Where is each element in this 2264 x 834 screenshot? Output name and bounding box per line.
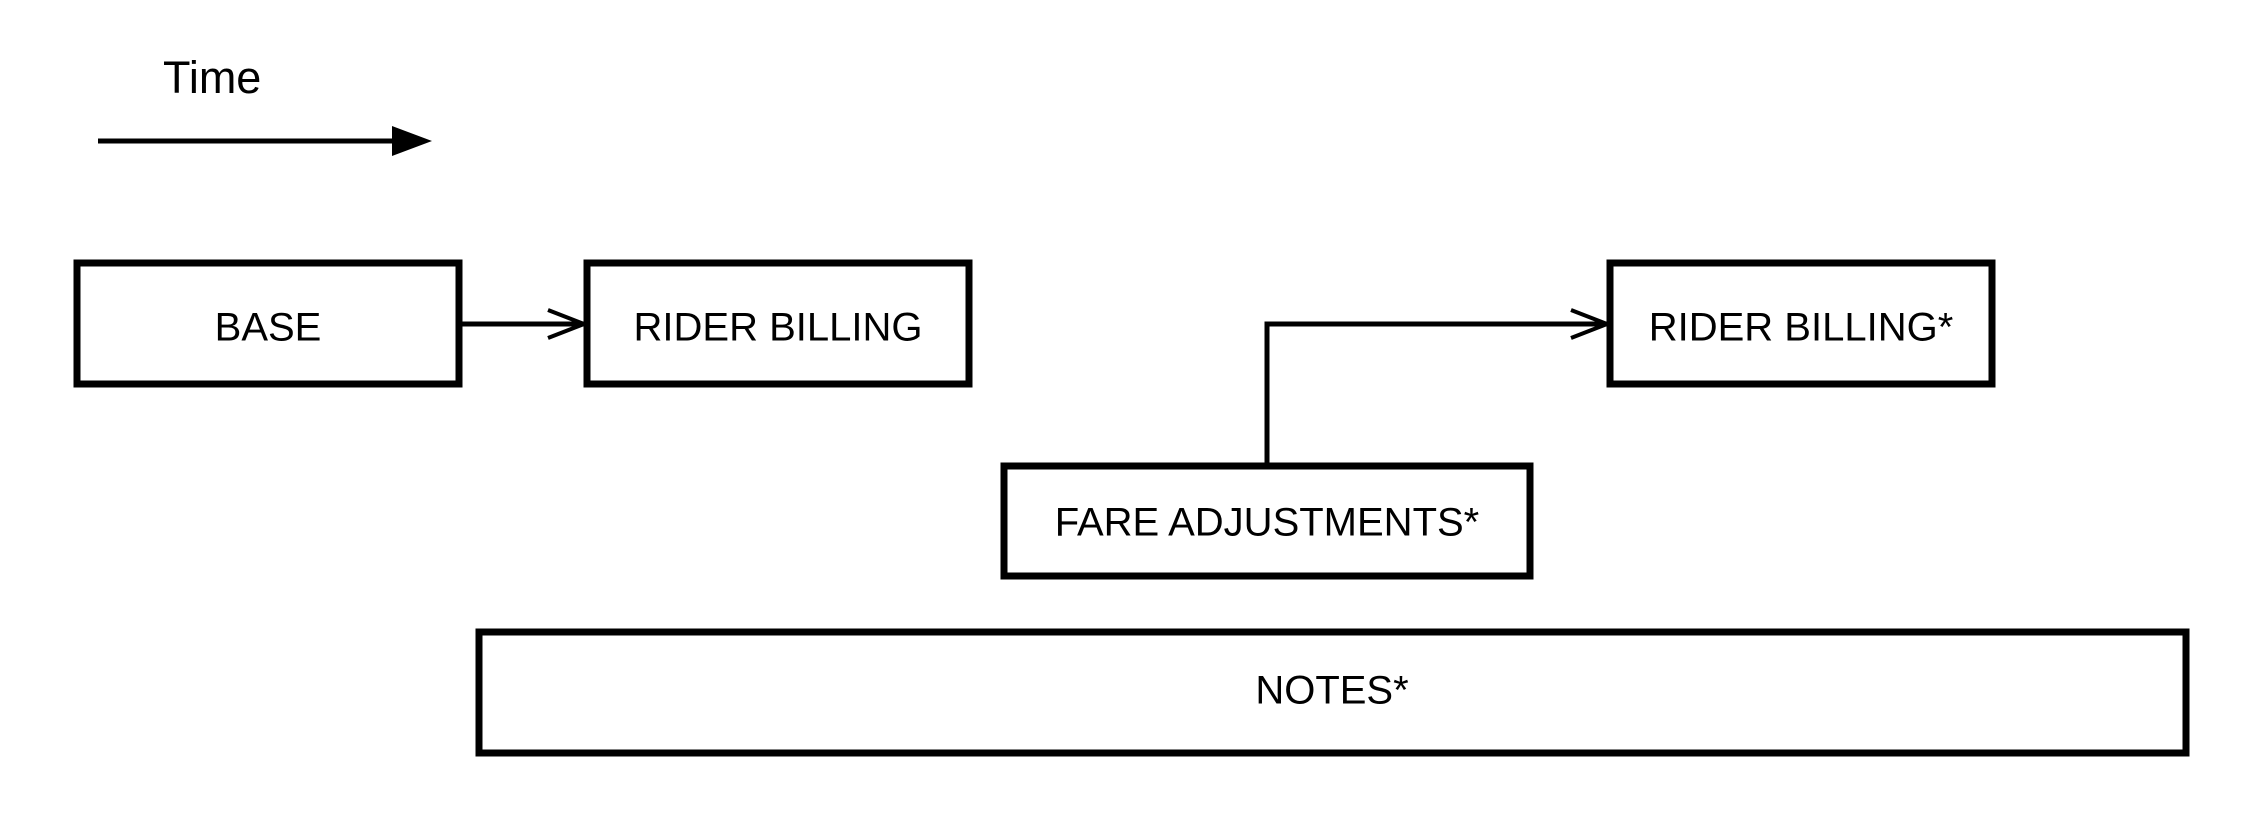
box-rider-billing-star: RIDER BILLING* — [1606, 259, 1996, 388]
box-base: BASE — [73, 259, 463, 388]
box-notes-label: NOTES* — [1255, 669, 1408, 713]
box-rider-billing-label: RIDER BILLING — [634, 306, 923, 350]
connector-base-to-rider-billing — [459, 308, 590, 340]
box-fare-adjustments: FARE ADJUSTMENTS* — [1000, 462, 1534, 580]
time-legend: Time — [98, 52, 432, 156]
box-notes: NOTES* — [475, 628, 2190, 757]
box-rider-billing: RIDER BILLING — [583, 259, 973, 388]
time-label: Time — [163, 52, 261, 103]
connector-fare-adjustments-to-rider-billing — [1264, 308, 1613, 465]
box-fare-adjustments-label: FARE ADJUSTMENTS* — [1055, 501, 1480, 545]
box-base-label: BASE — [215, 306, 322, 350]
box-rider-billing-star-label: RIDER BILLING* — [1649, 306, 1954, 350]
time-arrow-icon — [98, 126, 432, 156]
